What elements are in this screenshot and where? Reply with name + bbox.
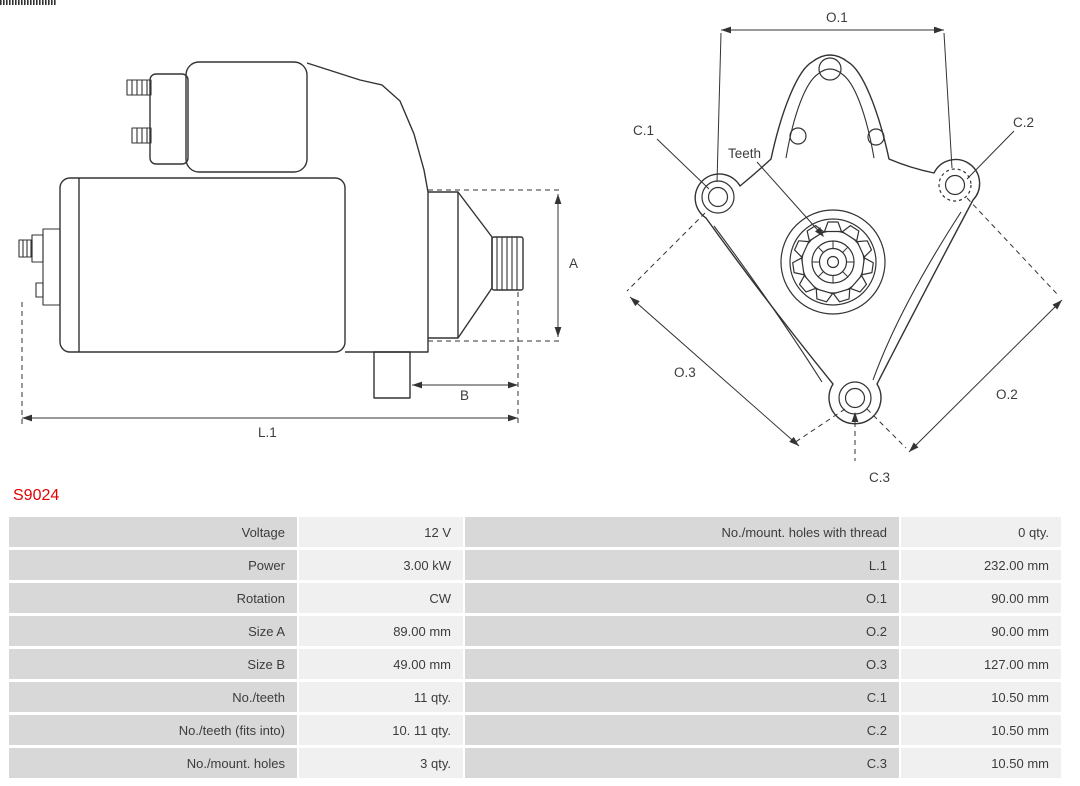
- rear-terminal: [18, 228, 61, 306]
- spec-label: No./mount. holes with thread: [465, 517, 899, 547]
- spec-value: CW: [299, 583, 463, 613]
- spec-label: No./teeth (fits into): [9, 715, 297, 745]
- dim-label-l1: L.1: [258, 425, 277, 440]
- dim-label-c3: C.3: [869, 470, 890, 485]
- arch-hole: [818, 57, 842, 81]
- spec-value: 3.00 kW: [299, 550, 463, 580]
- mount-hole-top-right: [938, 168, 972, 202]
- spec-row: Rotation CW O.1 90.00 mm: [9, 583, 1061, 613]
- spec-value: 232.00 mm: [901, 550, 1061, 580]
- dim-c3: [851, 412, 859, 461]
- spec-value: 90.00 mm: [901, 583, 1061, 613]
- dim-l1: [22, 414, 518, 422]
- spec-value: 10.50 mm: [901, 682, 1061, 712]
- small-hole-right: [867, 128, 885, 146]
- spec-label: Voltage: [9, 517, 297, 547]
- dim-label-o2: O.2: [996, 387, 1018, 402]
- spec-value: 0 qty.: [901, 517, 1061, 547]
- dim-label-teeth: Teeth: [728, 146, 761, 161]
- spec-value: 12 V: [299, 517, 463, 547]
- spec-label: C.2: [465, 715, 899, 745]
- spec-row: No./teeth (fits into) 10. 11 qty. C.2 10…: [9, 715, 1061, 745]
- dim-a: [554, 194, 562, 337]
- dim-o2: [866, 197, 1065, 455]
- spec-row: Size A 89.00 mm O.2 90.00 mm: [9, 616, 1061, 646]
- spec-value: 10.50 mm: [901, 715, 1061, 745]
- spec-label: O.1: [465, 583, 899, 613]
- leader-c1: [656, 138, 710, 190]
- spec-value: 10.50 mm: [901, 748, 1061, 778]
- spec-label: Size B: [9, 649, 297, 679]
- spec-label: Size A: [9, 616, 297, 646]
- starter-motor-technical-drawing: A B L.1: [18, 10, 1065, 485]
- spec-label: L.1: [465, 550, 899, 580]
- mounting-plate-outline: [694, 54, 981, 425]
- spec-row: Voltage 12 V No./mount. holes with threa…: [9, 517, 1061, 547]
- spec-label: O.2: [465, 616, 899, 646]
- pinion-shaft: [428, 191, 524, 339]
- dim-label-o1: O.1: [826, 10, 848, 25]
- spec-value: 10. 11 qty.: [299, 715, 463, 745]
- dim-label-c2: C.2: [1013, 115, 1034, 130]
- solenoid: [126, 61, 308, 173]
- dim-label-a: A: [569, 256, 578, 271]
- dim-label-b: B: [460, 388, 469, 403]
- pinion-gear-front: [780, 209, 886, 315]
- spec-value: 11 qty.: [299, 682, 463, 712]
- front-view-drawing: O.1 C.1 C.2 Teeth O.3 O.2 C.3: [626, 10, 1065, 485]
- spec-label: C.1: [465, 682, 899, 712]
- leader-teeth: [756, 161, 827, 240]
- dim-label-o3: O.3: [674, 365, 696, 380]
- spec-row: No./teeth 11 qty. C.1 10.50 mm: [9, 682, 1061, 712]
- spec-value: 49.00 mm: [299, 649, 463, 679]
- side-construction-lines: [21, 189, 562, 424]
- spec-label: O.3: [465, 649, 899, 679]
- dim-o1: [716, 26, 953, 183]
- part-number: S9024: [13, 487, 60, 504]
- spec-row: Size B 49.00 mm O.3 127.00 mm: [9, 649, 1061, 679]
- spec-table: Voltage 12 V No./mount. holes with threa…: [7, 514, 1063, 781]
- drive-end-housing: [306, 62, 429, 399]
- dim-b: [412, 381, 518, 389]
- dim-label-c1: C.1: [633, 123, 654, 138]
- spec-row: No./mount. holes 3 qty. C.3 10.50 mm: [9, 748, 1061, 778]
- spec-label: No./mount. holes: [9, 748, 297, 778]
- spec-label: Rotation: [9, 583, 297, 613]
- mount-hole-top-left: [701, 180, 735, 214]
- spec-value: 3 qty.: [299, 748, 463, 778]
- spec-label: Power: [9, 550, 297, 580]
- motor-body: [59, 177, 346, 353]
- side-view-drawing: A B L.1: [18, 61, 578, 440]
- spec-label: No./teeth: [9, 682, 297, 712]
- spec-value: 90.00 mm: [901, 616, 1061, 646]
- dim-o3: [626, 212, 846, 449]
- spec-label: C.3: [465, 748, 899, 778]
- spec-value: 127.00 mm: [901, 649, 1061, 679]
- spec-value: 89.00 mm: [299, 616, 463, 646]
- spec-row: Power 3.00 kW L.1 232.00 mm: [9, 550, 1061, 580]
- corner-watermark: [0, 0, 57, 5]
- small-hole-left: [789, 127, 807, 145]
- leader-c2: [966, 130, 1015, 180]
